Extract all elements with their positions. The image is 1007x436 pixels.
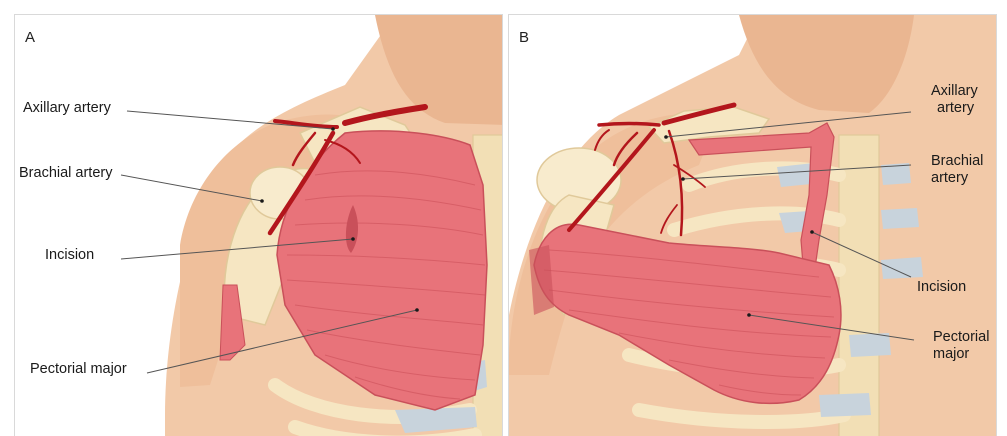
label-axillary-artery-a: Axillary artery [23, 100, 111, 117]
label-axillary-line2: artery [931, 100, 978, 117]
label-brachial-line2: artery [931, 170, 983, 187]
panel-b: B Axillary artery Brachial artery Incisi [508, 14, 997, 436]
sternum-bone [839, 135, 879, 436]
label-brachial-line1: Brachial [931, 153, 983, 170]
label-pectoral-major-b: Pectorial major [933, 329, 989, 362]
label-incision-a: Incision [45, 247, 94, 264]
label-incision-b: Incision [917, 279, 966, 296]
label-pectoral-line1: Pectorial [933, 329, 989, 346]
panel-b-illustration [509, 15, 997, 436]
label-axillary-artery-b: Axillary artery [931, 83, 978, 116]
axillary-artery-vessel [599, 124, 659, 126]
label-pectoral-line2: major [933, 346, 989, 363]
label-pectoral-major-a: Pectorial major [30, 361, 127, 378]
panel-a: A Axillary artery Brachial artery Incisi… [14, 14, 503, 436]
panel-a-letter: A [25, 29, 36, 46]
label-brachial-artery-a: Brachial artery [19, 165, 112, 182]
panel-b-letter: B [519, 29, 530, 46]
label-brachial-artery-b: Brachial artery [931, 153, 983, 186]
label-axillary-line1: Axillary [931, 83, 978, 100]
